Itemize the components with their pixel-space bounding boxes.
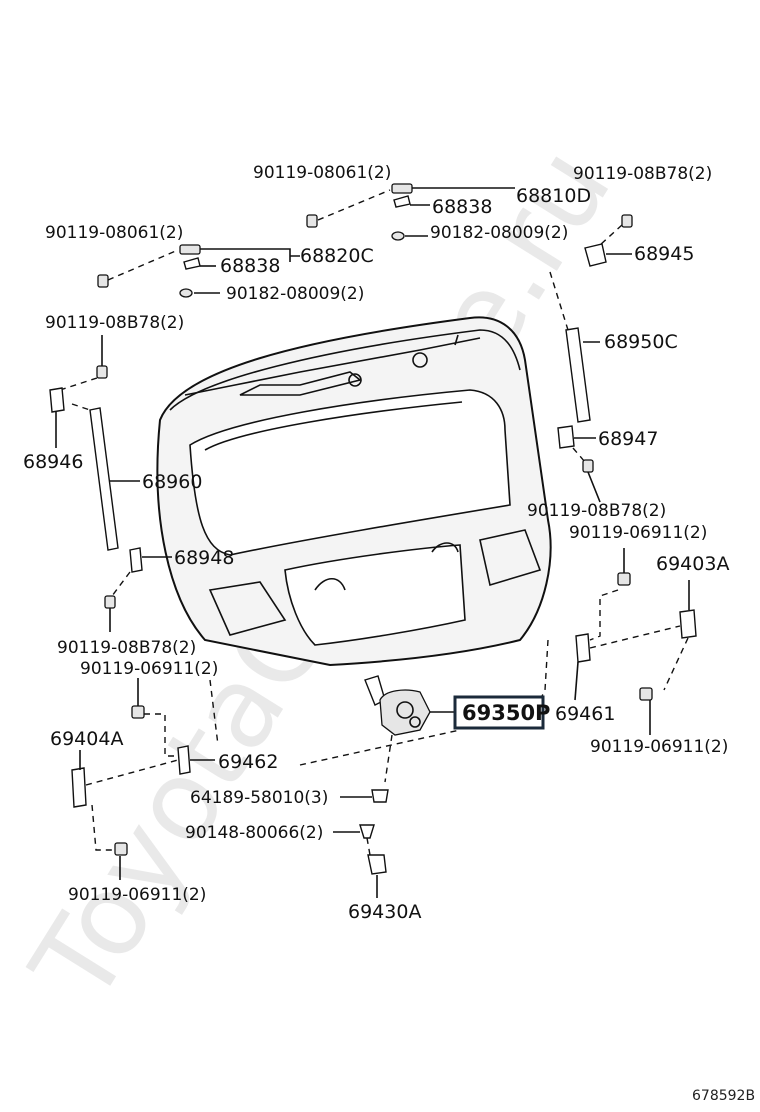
- bolt-90119-06911-right: [589, 548, 631, 641]
- screw-64189-58010: [340, 789, 389, 803]
- label-90148-80066: 90148-80066(2): [185, 823, 323, 843]
- strut-68950C: [549, 271, 600, 423]
- label-69461: 69461: [555, 703, 615, 725]
- label-68960: 68960: [142, 471, 202, 493]
- bolt-90119-06911-left: [131, 678, 178, 757]
- label-69462: 69462: [218, 751, 278, 773]
- label-90182-08009-left: 90182-08009(2): [226, 284, 364, 304]
- hinge-68810D: [391, 183, 515, 241]
- striker-69462: [177, 745, 215, 775]
- label-90119-08B78-right: 90119-08B78(2): [527, 501, 666, 521]
- clip-90148-80066: [333, 824, 375, 856]
- strut-68960: [71, 403, 140, 551]
- label-69403A: 69403A: [656, 553, 729, 575]
- part-labels: 90119-08061(2) 68838 68810D 90182-08009(…: [23, 163, 755, 1104]
- label-90119-06911-left: 90119-06911(2): [80, 659, 218, 679]
- hinge-68820C: [179, 244, 300, 298]
- figure-reference: 678592B: [692, 1088, 755, 1104]
- bracket-68947: [557, 425, 601, 503]
- latch-69404A: [71, 750, 179, 880]
- label-90119-06911-lowright: 90119-06911(2): [590, 737, 728, 757]
- bolt-90119-08061-top: [306, 189, 391, 228]
- label-64189-58010: 64189-58010(3): [190, 788, 328, 808]
- switch-69430A: [367, 854, 387, 898]
- guide-line-center: [299, 729, 461, 766]
- latch-69403A: [639, 580, 697, 735]
- striker-69461: [574, 625, 681, 701]
- bracket-68945: [584, 243, 632, 267]
- guide-line-right: [539, 639, 549, 701]
- label-90119-08B78-topright: 90119-08B78(2): [573, 164, 712, 184]
- label-69350P: 69350P: [462, 701, 550, 725]
- label-68950C: 68950C: [604, 331, 678, 353]
- label-68820C: 68820C: [300, 245, 374, 267]
- back-door-panel: [156, 316, 552, 667]
- label-90119-08B78-left: 90119-08B78(2): [45, 313, 184, 333]
- label-68810D: 68810D: [516, 185, 591, 207]
- bracket-68946: [49, 387, 65, 448]
- bolt-90119-08B78-left: [59, 335, 108, 391]
- label-68946: 68946: [23, 451, 83, 473]
- label-68838-top: 68838: [432, 196, 492, 218]
- label-68945: 68945: [634, 243, 694, 265]
- label-90119-08B78-lowleft: 90119-08B78(2): [57, 638, 196, 658]
- label-90119-06911-bottomleft: 90119-06911(2): [68, 885, 206, 905]
- label-69430A: 69430A: [348, 901, 421, 923]
- label-90119-06911-right: 90119-06911(2): [569, 523, 707, 543]
- bracket-68948: [104, 547, 172, 632]
- label-90182-08009-top: 90182-08009(2): [430, 223, 568, 243]
- label-90119-08061-left: 90119-08061(2): [45, 223, 183, 243]
- label-68838-left: 68838: [220, 255, 280, 277]
- lock-assembly-69350P: [364, 675, 545, 783]
- label-68947: 68947: [598, 428, 658, 450]
- label-68948: 68948: [174, 547, 234, 569]
- label-90119-08061-top: 90119-08061(2): [253, 163, 391, 183]
- bolt-90119-08B78-topright: [599, 214, 633, 246]
- bolt-90119-08061-left: [97, 249, 179, 288]
- label-69404A: 69404A: [50, 728, 123, 750]
